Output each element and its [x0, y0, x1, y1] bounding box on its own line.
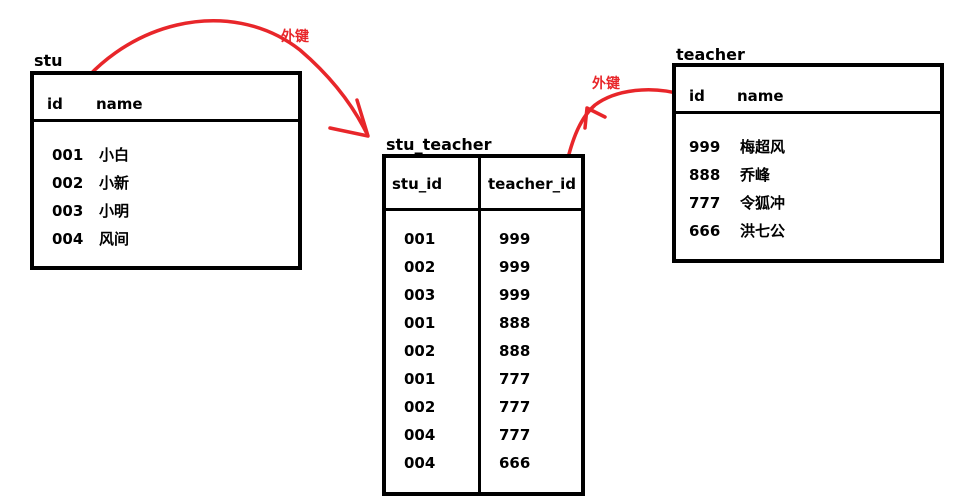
stu-teacher-cell-teacher-id: 777	[499, 398, 531, 416]
stu-teacher-cell-stu-id: 004	[404, 454, 436, 472]
teacher-col-name: name	[737, 87, 784, 105]
teacher-col-id: id	[689, 87, 705, 105]
teacher-cell-id: 777	[689, 194, 721, 212]
teacher-cell-id: 888	[689, 166, 721, 184]
stu-teacher-table-title: stu_teacher	[386, 135, 492, 154]
teacher-table	[672, 63, 944, 263]
teacher-cell-name: 洪七公	[740, 222, 786, 240]
stu-cell-name: 小新	[99, 174, 130, 192]
stu-cell-name: 小明	[99, 202, 130, 220]
stu-cell-name: 小白	[99, 146, 130, 164]
stu-teacher-cell-teacher-id: 999	[499, 258, 531, 276]
stu-teacher-cell-teacher-id: 999	[499, 230, 531, 248]
stu-header-divider	[30, 119, 302, 122]
stu-teacher-cell-stu-id: 002	[404, 258, 436, 276]
fk-arrowhead-teacher-id	[583, 106, 607, 130]
stu-table	[30, 71, 302, 270]
stu-cell-id: 003	[52, 202, 84, 220]
fk-label-teacher: 外键	[592, 76, 620, 92]
stu-teacher-cell-teacher-id: 888	[499, 314, 531, 332]
stu-teacher-table	[382, 154, 585, 496]
stu-teacher-cell-teacher-id: 777	[499, 426, 531, 444]
stu-cell-id: 004	[52, 230, 84, 248]
stu-teacher-cell-stu-id: 001	[404, 370, 436, 388]
teacher-cell-name: 梅超风	[740, 138, 786, 156]
stu-teacher-cell-stu-id: 002	[404, 342, 436, 360]
stu-teacher-cell-teacher-id: 888	[499, 342, 531, 360]
stu-teacher-header-divider	[382, 208, 585, 211]
stu-teacher-col-stu-id: stu_id	[392, 175, 443, 193]
stu-cell-id: 002	[52, 174, 84, 192]
stu-table-title: stu	[34, 51, 63, 70]
stu-cell-name: 风间	[99, 230, 130, 248]
stu-teacher-cell-stu-id: 001	[404, 230, 436, 248]
teacher-cell-id: 999	[689, 138, 721, 156]
stu-teacher-column-divider	[478, 154, 481, 496]
stu-teacher-col-teacher-id: teacher_id	[488, 175, 576, 193]
stu-col-id: id	[47, 95, 63, 113]
teacher-header-divider	[672, 111, 944, 114]
fk-arrowhead-stu-id	[328, 98, 370, 138]
stu-teacher-cell-teacher-id: 999	[499, 286, 531, 304]
fk-label-stu: 外键	[281, 29, 309, 45]
stu-teacher-cell-stu-id: 003	[404, 286, 436, 304]
teacher-cell-name: 乔峰	[740, 166, 771, 184]
teacher-table-title: teacher	[676, 45, 745, 64]
teacher-cell-id: 666	[689, 222, 721, 240]
stu-teacher-cell-stu-id: 004	[404, 426, 436, 444]
stu-cell-id: 001	[52, 146, 84, 164]
stu-teacher-cell-teacher-id: 666	[499, 454, 531, 472]
stu-teacher-cell-teacher-id: 777	[499, 370, 531, 388]
stu-col-name: name	[96, 95, 143, 113]
stu-teacher-cell-stu-id: 001	[404, 314, 436, 332]
stu-teacher-cell-stu-id: 002	[404, 398, 436, 416]
teacher-cell-name: 令狐冲	[740, 194, 786, 212]
